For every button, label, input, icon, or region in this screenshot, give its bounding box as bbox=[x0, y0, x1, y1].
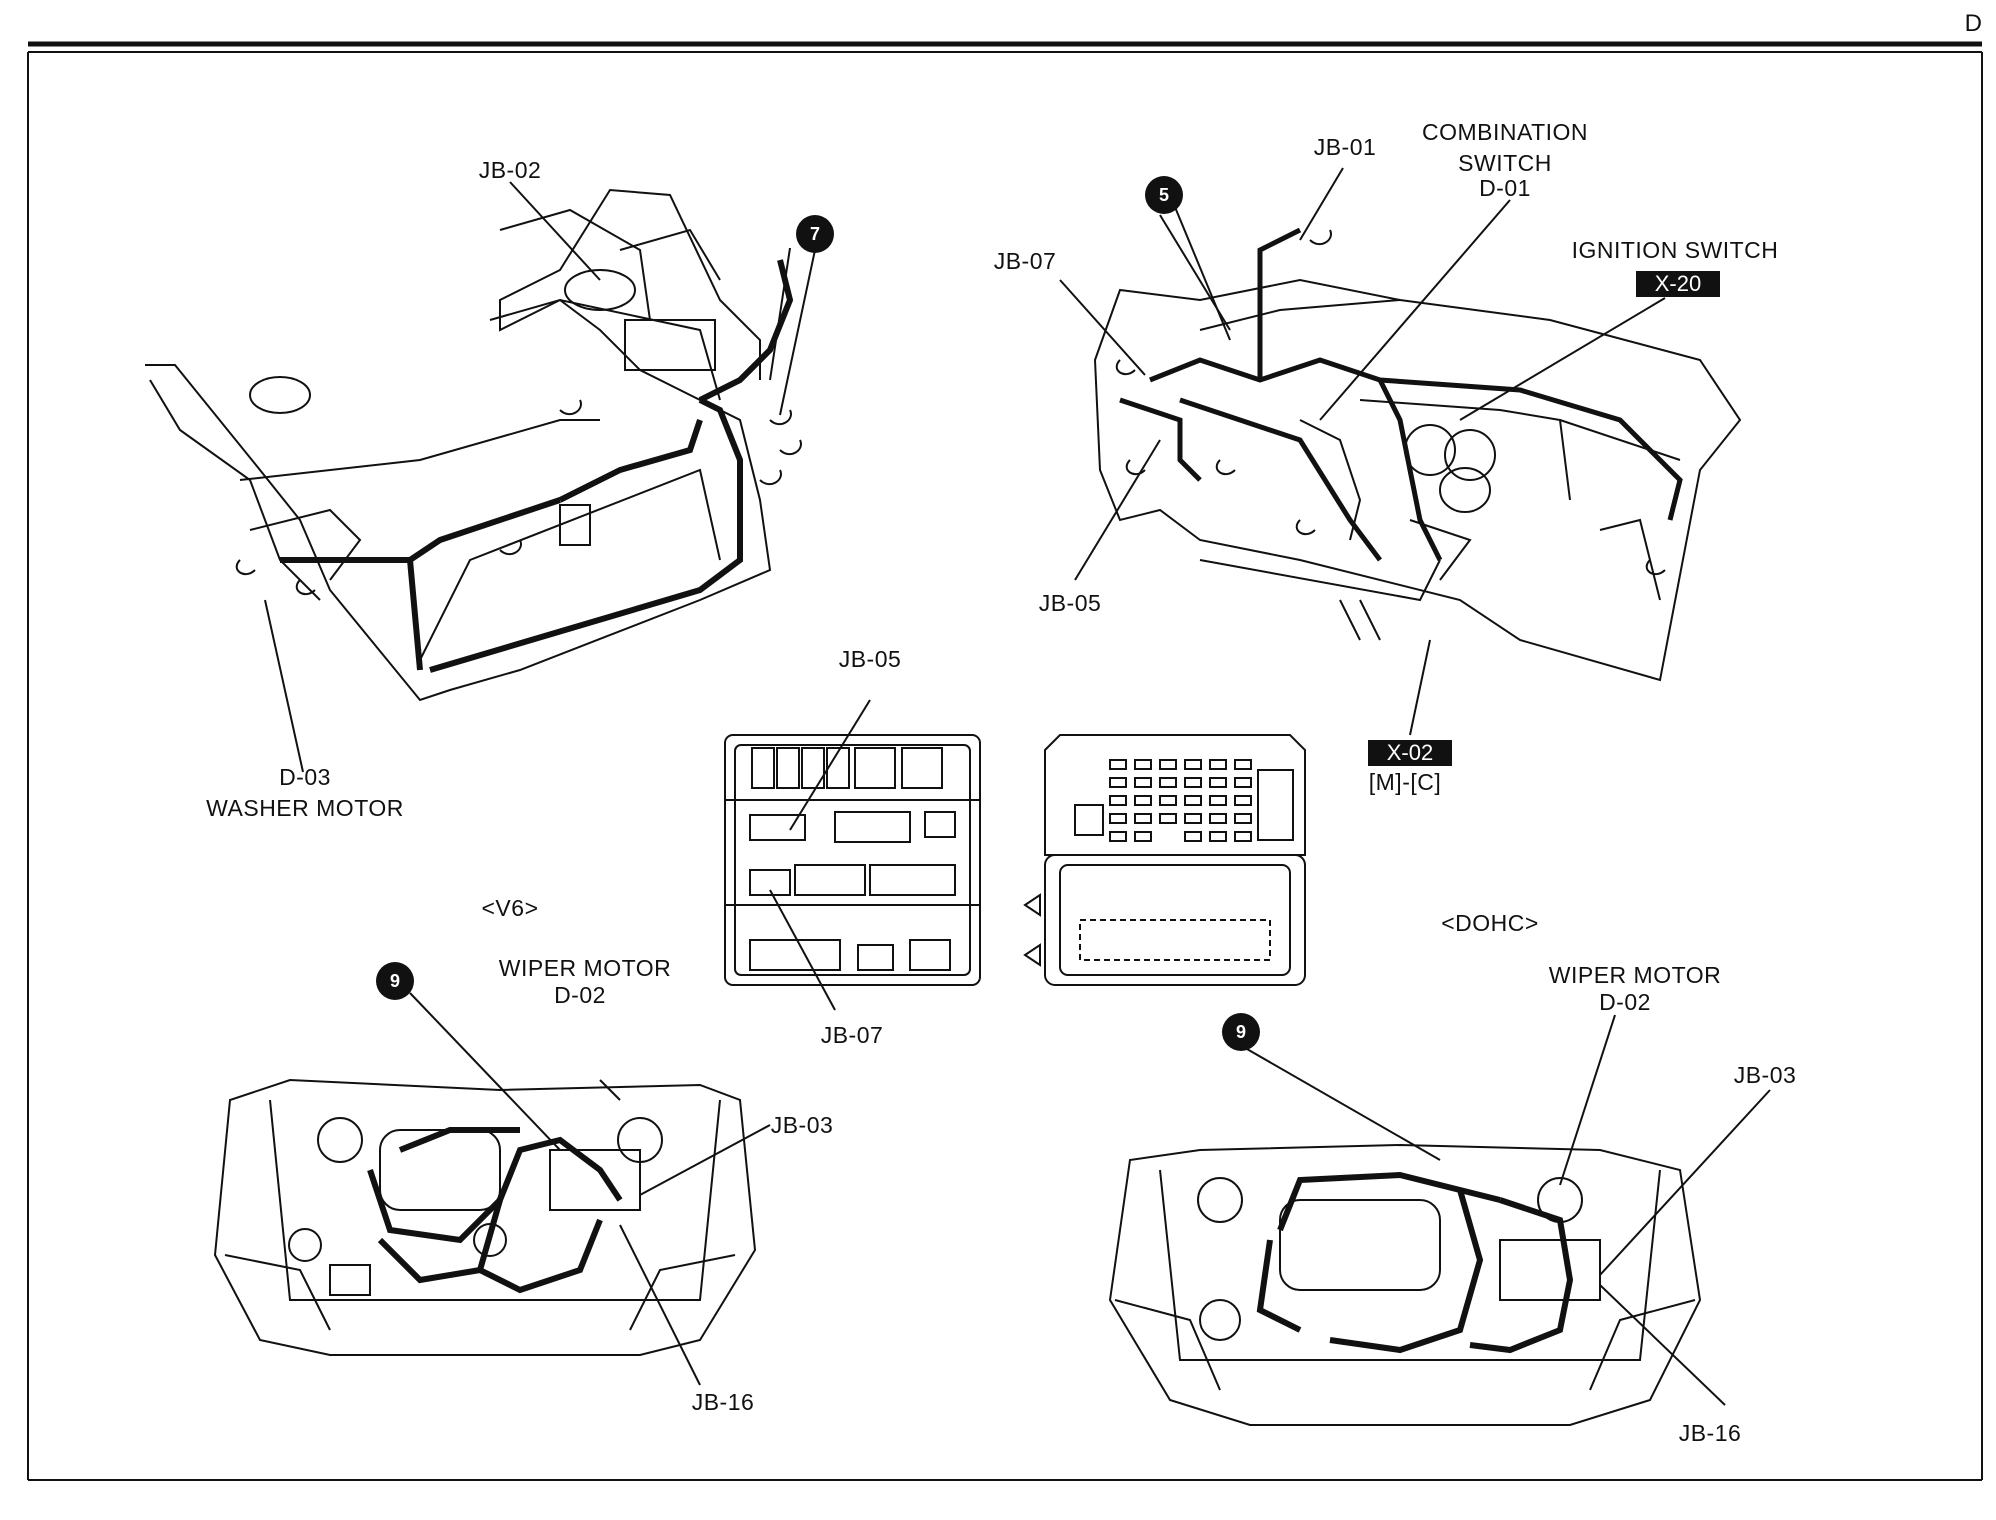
label-jb16-dohc: JB-16 bbox=[1678, 1420, 1742, 1446]
label-combo-code: D-01 bbox=[1479, 175, 1531, 201]
label-ignition-switch: IGNITION SWITCH bbox=[1571, 237, 1779, 263]
front-harness-wires bbox=[280, 259, 794, 673]
label-wiper-code-v6: D-02 bbox=[554, 982, 606, 1008]
label-washer-code: D-03 bbox=[279, 764, 331, 790]
connector-x20: X-20 bbox=[1636, 271, 1720, 297]
section-letter: D bbox=[1964, 10, 1982, 37]
dohc-harness-wires bbox=[1256, 1171, 1574, 1354]
front-harness-connectors bbox=[235, 399, 802, 596]
junction-box-left bbox=[724, 734, 981, 986]
leader-lines bbox=[264, 167, 1771, 1406]
harness-badge-dash: 5 bbox=[1145, 176, 1183, 214]
v6-engine-bay-drawing bbox=[213, 1078, 757, 1356]
front-harness-drawing bbox=[145, 188, 772, 702]
label-switch: SWITCH bbox=[1458, 150, 1552, 176]
label-v6: <V6> bbox=[481, 895, 539, 921]
label-washer-name: WASHER MOTOR bbox=[206, 795, 404, 821]
label-jb05-box: JB-05 bbox=[838, 646, 902, 672]
connector-x02: X-02 bbox=[1368, 740, 1452, 766]
label-jb07-box: JB-07 bbox=[820, 1022, 884, 1048]
harness-badge-v6: 9 bbox=[376, 962, 414, 1000]
label-dohc: <DOHC> bbox=[1441, 910, 1539, 936]
label-wiper-motor-dohc: WIPER MOTOR bbox=[1548, 962, 1722, 988]
label-x02-variant: [M]-[C] bbox=[1368, 769, 1442, 795]
fuse-grid bbox=[1109, 759, 1252, 842]
dohc-engine-bay-drawing bbox=[1108, 1143, 1702, 1426]
label-jb02: JB-02 bbox=[478, 157, 542, 183]
junction-box-right bbox=[1023, 734, 1306, 986]
label-jb01: JB-01 bbox=[1313, 134, 1377, 160]
harness-badge-dohc: 9 bbox=[1222, 1013, 1260, 1051]
label-jb03-v6: JB-03 bbox=[770, 1112, 834, 1138]
label-jb16-v6: JB-16 bbox=[691, 1389, 755, 1415]
label-jb03-dohc: JB-03 bbox=[1733, 1062, 1797, 1088]
v6-harness-wires bbox=[367, 1127, 623, 1294]
harness-badge-front: 7 bbox=[796, 215, 834, 253]
label-jb05-dash: JB-05 bbox=[1038, 590, 1102, 616]
dash-harness-wires bbox=[1119, 227, 1683, 562]
label-wiper-motor-v6: WIPER MOTOR bbox=[498, 955, 672, 981]
dash-harness-drawing bbox=[1093, 278, 1742, 682]
label-wiper-code-dohc: D-02 bbox=[1599, 989, 1651, 1015]
label-jb07-dash: JB-07 bbox=[993, 248, 1057, 274]
label-combination: COMBINATION bbox=[1421, 119, 1589, 145]
dash-harness-connectors bbox=[1115, 229, 1666, 641]
